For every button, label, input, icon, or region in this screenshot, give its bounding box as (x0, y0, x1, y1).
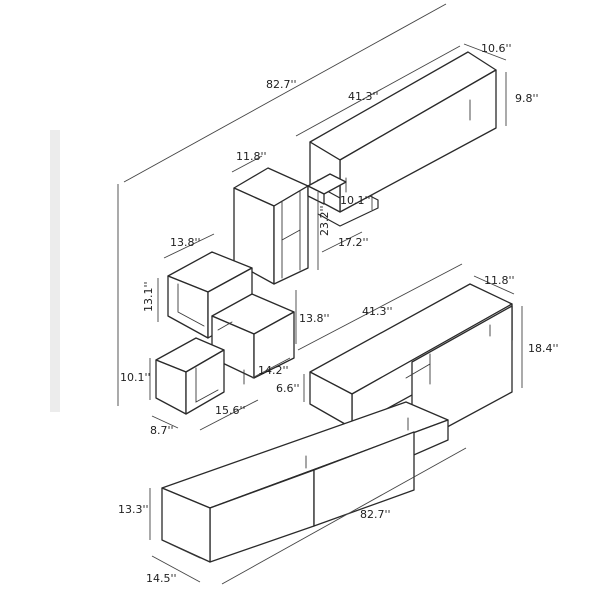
label-tv-unit-width: 82.7'' (360, 508, 391, 521)
tall-shelf-divider (281, 229, 301, 241)
shelf-connector (307, 173, 347, 205)
dim-line-top-depth (463, 43, 507, 61)
label-cube-height: 13.1'' (142, 281, 155, 312)
dim-line-tv-width (221, 447, 467, 585)
middle-cube (211, 293, 295, 379)
tall-shelf (233, 167, 309, 285)
dim-line-tall-width (231, 155, 263, 173)
label-cube-offset-height: 13.8'' (299, 312, 330, 325)
label-top-width: 82.7'' (266, 78, 297, 91)
label-top-cabinet-width: 41.3'' (348, 90, 379, 103)
dim-line-stack-width (251, 357, 291, 379)
dim-line-top-cabinet (295, 45, 461, 137)
tv-unit-foot (169, 543, 201, 559)
lower-cube-front (185, 349, 225, 415)
label-mid-cabinet-depth: 11.8'' (484, 274, 515, 287)
label-cube-depth: 8.7'' (150, 424, 174, 437)
dimension-labels: 10.6'' 82.7'' 41.3'' 9.8'' 11.8'' 10.1''… (118, 42, 559, 585)
label-low-cube-width: 15.6'' (215, 404, 246, 417)
label-cube-width: 13.8'' (170, 236, 201, 249)
lower-cube-inner (195, 367, 219, 403)
connector-side (307, 185, 325, 205)
dimension-lines (117, 3, 523, 585)
bracket-right (317, 195, 379, 227)
top-wall-cabinet (309, 51, 497, 213)
tv-unit (161, 401, 449, 563)
left-shade-strip (50, 130, 60, 412)
dim-line-mid-depth (473, 275, 515, 295)
mid-cabinet (309, 283, 513, 447)
lower-cube (155, 337, 245, 415)
dim-line-low-width (199, 399, 259, 431)
label-top-cabinet-height: 9.8'' (515, 92, 539, 105)
label-shelf-span: 17.2'' (338, 236, 369, 249)
label-mid-cabinet-height: 18.4'' (528, 342, 559, 355)
label-cube-stack-width: 14.2'' (258, 364, 289, 377)
label-low-cube-height: 10.1'' (120, 371, 151, 384)
label-top-depth: 10.6'' (481, 42, 512, 55)
label-tall-shelf-width: 11.8'' (236, 150, 267, 163)
mid-cabinet-shelf-edge (405, 363, 431, 379)
tv-unit-side (161, 487, 211, 563)
label-tv-unit-height: 13.3'' (118, 503, 149, 516)
dim-line-top-width (123, 3, 447, 183)
label-shelf-gap-height: 10.1'' (340, 194, 371, 207)
label-tall-shelf-height: 23.2'' (318, 205, 331, 236)
label-tv-unit-depth: 14.5'' (146, 572, 177, 585)
dim-line-tv-depth (151, 555, 201, 583)
tv-unit-drawer-2 (313, 431, 415, 527)
label-mid-cabinet-width: 41.3'' (362, 305, 393, 318)
dim-line-shelf-span (321, 231, 363, 253)
dim-line-mid-width (297, 263, 463, 351)
dim-line-cube-width (163, 233, 215, 259)
upper-cube-inner (177, 283, 205, 327)
label-mid-cabinet-drop: 6.6'' (276, 382, 300, 395)
middle-cube-inner-edge (217, 321, 233, 331)
dim-line-cube-depth (151, 415, 179, 429)
